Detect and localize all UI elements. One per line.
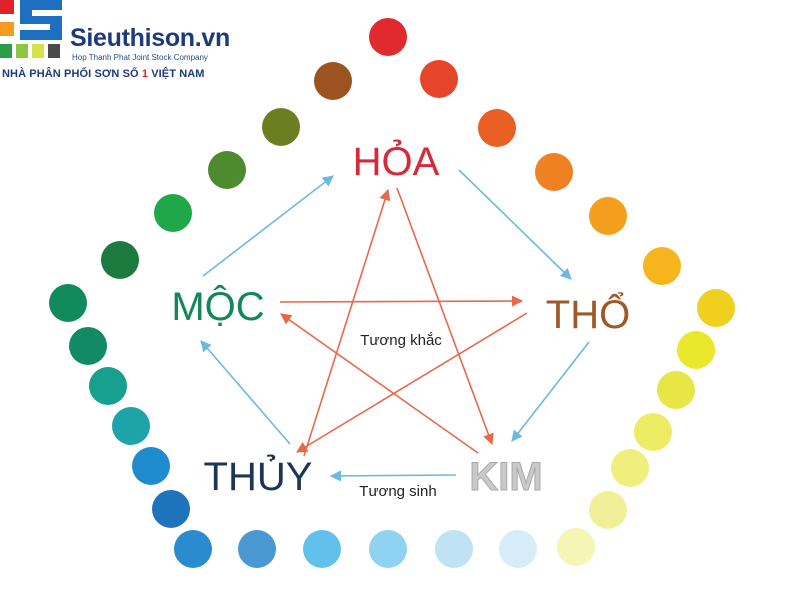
arrow-hoa-to-tho xyxy=(458,169,572,280)
slogan-post: VIỆT NAM xyxy=(148,68,205,80)
arrow-hoa-to-kim xyxy=(396,187,494,446)
color-dot xyxy=(420,60,458,98)
arrow-kim-to-moc xyxy=(280,313,479,454)
color-dot xyxy=(101,241,139,279)
color-dot xyxy=(435,530,473,568)
color-dot xyxy=(589,491,627,529)
brand-name: Sieuthison.vn xyxy=(70,24,231,52)
arrow-thuy-to-moc xyxy=(200,340,291,445)
color-dot xyxy=(677,331,715,369)
brand-mark-icon xyxy=(0,0,62,58)
color-dot xyxy=(643,247,681,285)
color-dot-ring xyxy=(49,18,735,568)
color-dot xyxy=(69,327,107,365)
element-thuy: THỦY xyxy=(204,453,313,499)
element-hoa: HỎA xyxy=(353,138,440,184)
color-dot xyxy=(589,197,627,235)
label-tuong-khac: Tương khắc xyxy=(360,332,442,349)
color-dot xyxy=(634,413,672,451)
color-dot xyxy=(174,530,212,568)
slogan-number: 1 xyxy=(141,68,149,80)
color-dot xyxy=(262,108,300,146)
generating-arrows xyxy=(200,169,590,482)
overcoming-arrows xyxy=(279,187,528,457)
color-dot xyxy=(154,194,192,232)
arrow-tho-to-thuy xyxy=(296,312,528,453)
color-dot xyxy=(303,530,341,568)
element-kim: KIM xyxy=(469,455,542,499)
arrow-moc-to-hoa xyxy=(202,175,334,277)
color-dot xyxy=(657,371,695,409)
color-dot xyxy=(49,284,87,322)
color-dot xyxy=(89,367,127,405)
color-dot xyxy=(499,530,537,568)
color-dot xyxy=(478,109,516,147)
color-dot xyxy=(369,530,407,568)
color-dot xyxy=(152,490,190,528)
color-dot xyxy=(557,528,595,566)
label-tuong-sinh: Tương sinh xyxy=(359,483,436,500)
color-dot xyxy=(697,289,735,327)
slogan-pre: NHÀ PHÂN PHỐI SƠN SỐ xyxy=(2,68,142,80)
color-dot xyxy=(208,151,246,189)
color-dot xyxy=(611,449,649,487)
color-dot xyxy=(112,407,150,445)
color-dot xyxy=(535,153,573,191)
element-tho: THỔ xyxy=(546,290,630,337)
arrow-moc-to-tho xyxy=(279,295,524,307)
color-dot xyxy=(132,447,170,485)
arrow-thuy-to-hoa xyxy=(303,188,391,457)
company-name: Hop Thanh Phat Joint Stock Company xyxy=(72,53,208,62)
element-moc: MỘC xyxy=(171,284,264,329)
color-dot xyxy=(314,62,352,100)
color-dot xyxy=(369,18,407,56)
arrow-tho-to-kim xyxy=(511,341,590,442)
sieuthison-logo: Sieuthison.vn Hop Thanh Phat Joint Stock… xyxy=(0,0,240,90)
arrow-kim-to-thuy xyxy=(329,470,457,482)
slogan: NHÀ PHÂN PHỐI SƠN SỐ 1 VIỆT NAM xyxy=(2,68,205,80)
color-dot xyxy=(238,530,276,568)
